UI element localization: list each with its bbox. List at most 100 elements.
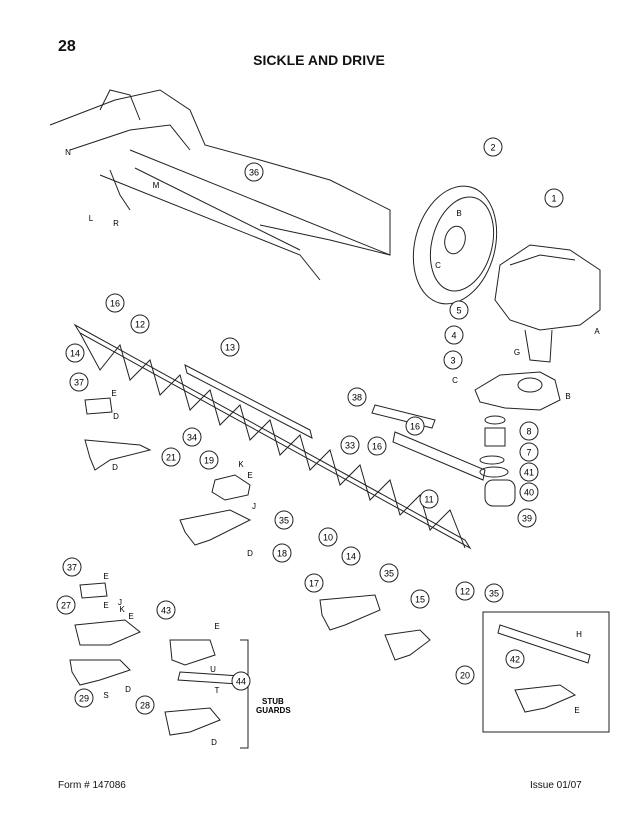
callout-circle bbox=[379, 563, 399, 583]
callout-number: 8 bbox=[526, 427, 531, 437]
callout-circle bbox=[484, 583, 504, 603]
callout-circle bbox=[519, 462, 539, 482]
guard-17 bbox=[319, 594, 381, 631]
callout-number: 17 bbox=[309, 579, 319, 589]
callout-circle bbox=[161, 447, 181, 467]
reference-letter: D bbox=[113, 412, 119, 421]
hold-down-clip bbox=[211, 474, 251, 501]
page-title: SICKLE AND DRIVE bbox=[253, 52, 385, 68]
callout-number: 15 bbox=[415, 595, 425, 605]
callout-number: 38 bbox=[352, 393, 362, 403]
reference-letter: E bbox=[103, 572, 108, 581]
callout-circle bbox=[199, 450, 219, 470]
callout-circle bbox=[318, 527, 338, 547]
callout-number: 28 bbox=[140, 701, 150, 711]
callout-number: 13 bbox=[225, 343, 235, 353]
reference-letter: R bbox=[113, 219, 119, 228]
callout-number: 3 bbox=[450, 356, 455, 366]
reference-letter: L bbox=[89, 214, 94, 223]
reference-letter: K bbox=[238, 460, 244, 469]
callout-circle bbox=[340, 435, 360, 455]
knife-back bbox=[73, 323, 472, 550]
callout-circle bbox=[74, 688, 94, 708]
drive-arm bbox=[474, 371, 561, 411]
callout-circle bbox=[455, 581, 475, 601]
frame-lower-edge bbox=[99, 174, 321, 281]
callout-circle bbox=[347, 387, 367, 407]
callout-number: 16 bbox=[410, 422, 420, 432]
callout-number: 34 bbox=[187, 433, 197, 443]
callout-circle bbox=[367, 436, 387, 456]
callout-number: 12 bbox=[135, 320, 145, 330]
callout-number: 16 bbox=[372, 442, 382, 452]
reference-letter: J bbox=[252, 502, 256, 511]
reference-letter: H bbox=[576, 630, 582, 639]
callout-number: 42 bbox=[510, 655, 520, 665]
reference-letter: A bbox=[594, 327, 600, 336]
reference-letter: C bbox=[452, 376, 458, 385]
sickle-head bbox=[484, 479, 516, 507]
callout-number: 4 bbox=[451, 331, 456, 341]
reference-letter: E bbox=[574, 706, 579, 715]
reference-letter: K bbox=[119, 605, 125, 614]
callout-circle bbox=[443, 350, 463, 370]
callout-circle bbox=[444, 325, 464, 345]
callout-circle bbox=[455, 665, 475, 685]
callout-circle bbox=[449, 300, 469, 320]
callout-circle bbox=[156, 600, 176, 620]
inset-box bbox=[482, 611, 610, 733]
callout-number: 37 bbox=[67, 563, 77, 573]
reference-letter: G bbox=[514, 348, 520, 357]
knife-back-bar bbox=[184, 364, 313, 439]
callout-number: 7 bbox=[526, 448, 531, 458]
reference-letter: J bbox=[118, 598, 122, 607]
callout-number: 29 bbox=[79, 694, 89, 704]
stub-guards-label-1: STUB bbox=[262, 697, 284, 706]
callout-circle bbox=[519, 482, 539, 502]
callout-number: 1 bbox=[551, 194, 556, 204]
callout-number: 14 bbox=[70, 349, 80, 359]
callout-number: 20 bbox=[460, 671, 470, 681]
reference-letter: E bbox=[103, 601, 108, 610]
form-number: Form # 147086 bbox=[58, 780, 126, 791]
callout-number: 19 bbox=[204, 456, 214, 466]
callout-number: 11 bbox=[424, 495, 433, 505]
reference-letter: B bbox=[456, 209, 461, 218]
hold-down-27 bbox=[74, 619, 141, 646]
callout-circle bbox=[62, 557, 82, 577]
guard-18 bbox=[179, 509, 252, 546]
wear-plate-37a bbox=[84, 397, 113, 415]
callout-number: 44 bbox=[236, 677, 246, 687]
inset-guard bbox=[514, 684, 577, 713]
callout-circle bbox=[519, 442, 539, 462]
guard-20 bbox=[384, 629, 431, 661]
callout-number: 35 bbox=[384, 569, 394, 579]
callout-circle bbox=[69, 372, 89, 392]
plate-44 bbox=[177, 671, 241, 685]
callout-circle bbox=[405, 416, 425, 436]
callout-circle bbox=[419, 489, 439, 509]
callout-number: 40 bbox=[524, 488, 534, 498]
callout-number: 14 bbox=[346, 552, 356, 562]
reference-letter: M bbox=[153, 181, 160, 190]
guard-21 bbox=[84, 439, 152, 471]
reference-letter: B bbox=[565, 392, 570, 401]
reference-letter: D bbox=[247, 549, 253, 558]
callout-number: 18 bbox=[277, 549, 287, 559]
page-number: 28 bbox=[58, 38, 76, 55]
reference-letter: E bbox=[214, 622, 219, 631]
callout-number: 16 bbox=[110, 299, 120, 309]
reference-letter: D bbox=[211, 738, 217, 747]
callout-number: 39 bbox=[522, 514, 532, 524]
callout-circle bbox=[244, 162, 264, 182]
callout-circle bbox=[130, 314, 150, 334]
callout-circle bbox=[304, 573, 324, 593]
callout-circle bbox=[544, 188, 564, 208]
callout-circle bbox=[56, 595, 76, 615]
stub-guards-label-2: GUARDS bbox=[256, 706, 291, 715]
callout-number: 21 bbox=[166, 453, 176, 463]
callout-number: 5 bbox=[456, 306, 461, 316]
guard-29 bbox=[69, 659, 131, 686]
